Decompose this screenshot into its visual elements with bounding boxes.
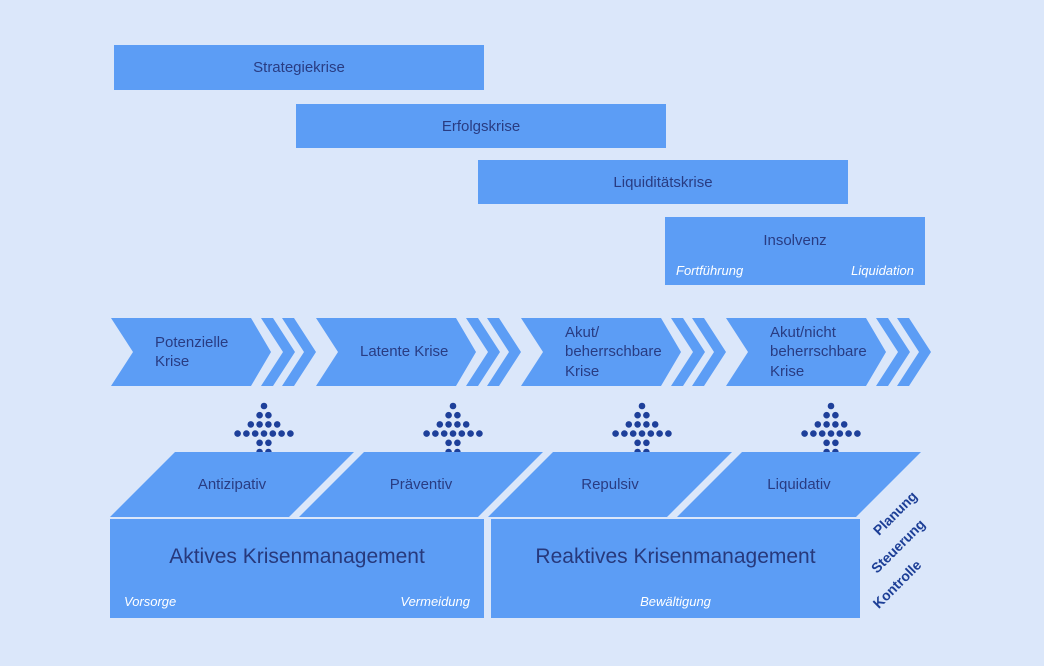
vermeidung-label: Vermeidung [400, 594, 470, 609]
block-title: Reaktives Krisenmanagement [535, 544, 816, 568]
phase-arrow-shape: Akut/nicht beherrschbare Krise [726, 318, 886, 386]
block-reaktives-krisenmanagement: Reaktives Krisenmanagement Bewältigung [491, 519, 860, 618]
liquidation-label: Liquidation [851, 263, 914, 278]
crisis-bar-label: Insolvenz [763, 231, 827, 249]
block-sublabels: Vorsorge Vermeidung [110, 594, 484, 618]
crisis-bar-label: Strategiekrise [253, 59, 345, 76]
phase-label: Potenzielle Krise [155, 333, 229, 371]
insolvenz-sublabels: Fortführung Liquidation [665, 263, 925, 285]
crisis-bar-erfolgskrise: Erfolgskrise [296, 104, 666, 148]
dotted-up-arrow-icon [612, 402, 672, 465]
phase-arrow-shape: Latente Krise [316, 318, 476, 386]
crisis-bar-insolvenz: Insolvenz Fortführung Liquidation [665, 217, 925, 285]
phase-arrow-shape: Potenzielle Krise [111, 318, 271, 386]
phase-arrow-shape: Akut/ beherrschbare Krise [521, 318, 681, 386]
block-title: Aktives Krisenmanagement [169, 544, 425, 568]
measure-label: Repulsiv [581, 476, 639, 493]
measure-label: Liquidativ [767, 476, 831, 493]
crisis-bar-label: Erfolgskrise [441, 117, 521, 135]
crisis-bar-strategiekrise: Strategiekrise [114, 45, 484, 90]
vorsorge-label: Vorsorge [124, 594, 177, 609]
fortfuehrung-label: Fortführung [676, 263, 744, 278]
crisis-bar-label: Liquiditätskrise [613, 173, 713, 191]
measure-label: Antizipativ [197, 476, 267, 493]
bewaeltigung-label: Bewältigung [640, 594, 711, 609]
phase-label: Akut/nicht beherrschbare Krise [770, 323, 867, 380]
measure-label: Präventiv [389, 476, 453, 493]
block-sublabels: Bewältigung [491, 594, 860, 618]
phase-label: Latente Krise [360, 343, 449, 361]
phase-label: Akut/ beherrschbare Krise [565, 323, 662, 380]
block-aktives-krisenmanagement: Aktives Krisenmanagement Vorsorge Vermei… [110, 519, 484, 618]
crisis-bar-liquiditaetskrise: Liquiditätskrise [478, 160, 848, 204]
